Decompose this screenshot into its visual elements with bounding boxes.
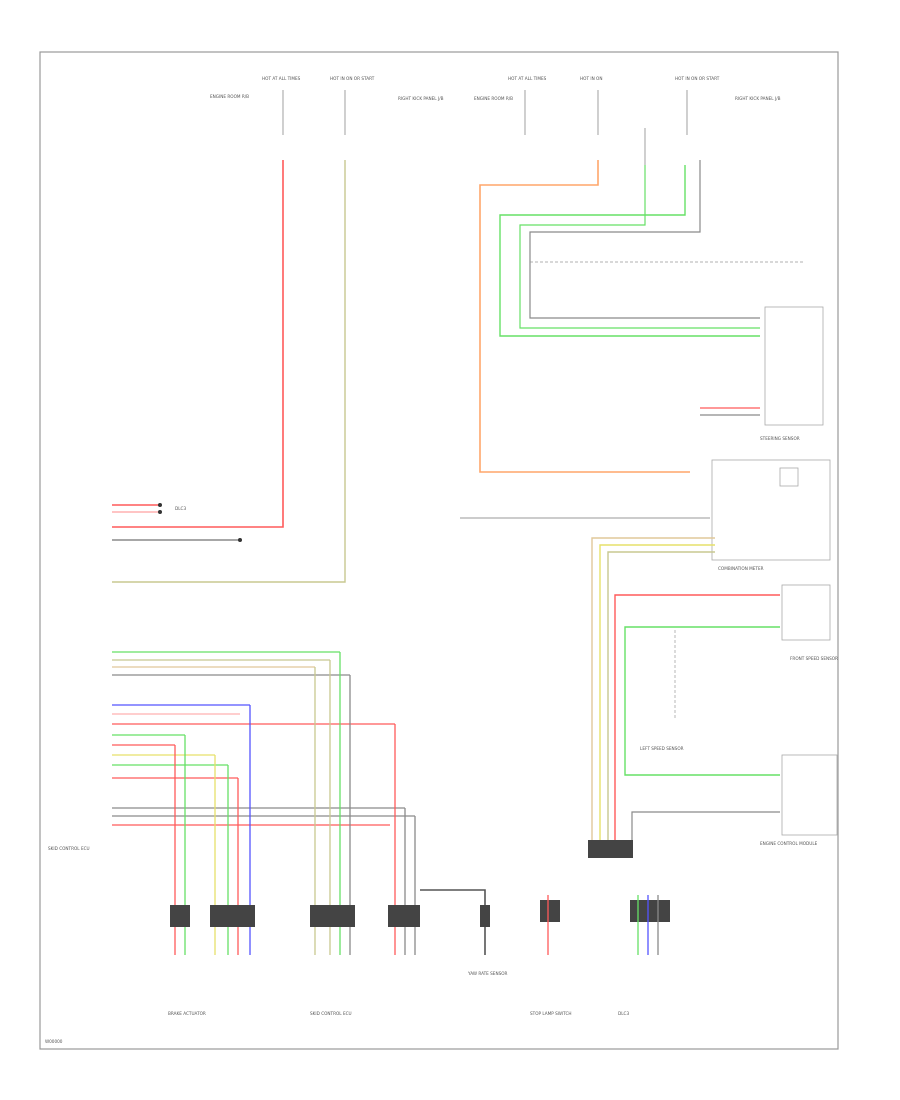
wire-green-steer xyxy=(499,165,760,337)
top-label-fuse-2: HOT IN ON OR START xyxy=(330,76,375,81)
dlc-label: DLC3 xyxy=(175,506,186,511)
dlc-bottom-label: DLC3 xyxy=(618,1011,629,1016)
top-label-fuse-1: HOT AT ALL TIMES xyxy=(262,76,301,81)
top-label-fuse-5: HOT IN ON OR START xyxy=(675,76,720,81)
connector-block xyxy=(588,840,633,858)
skid-control-block: SKID CONTROL ECU xyxy=(48,651,415,851)
connector-block xyxy=(388,905,420,927)
skid-control-bottom-label: SKID CONTROL ECU xyxy=(310,1011,352,1016)
top-label-fuse-4: HOT IN ON xyxy=(580,76,602,81)
top-label-kick-panel-b: RIGHT KICK PANEL J/B xyxy=(735,96,781,101)
connector-block xyxy=(210,905,255,927)
connector-dot xyxy=(158,503,162,507)
connector-block xyxy=(310,905,355,927)
engine-ecm-label: ENGINE CONTROL MODULE xyxy=(760,841,818,846)
top-labels: ENGINE ROOM R/B HOT AT ALL TIMES HOT IN … xyxy=(210,76,781,101)
left-connector-upper: DLC3 xyxy=(112,503,242,542)
wire-tan-2 xyxy=(599,544,715,850)
yaw-rate-label: YAW RATE SENSOR xyxy=(467,971,508,976)
top-label-fuse-3: HOT AT ALL TIMES xyxy=(508,76,547,81)
meter-icon xyxy=(779,467,799,487)
connector-dot xyxy=(158,510,162,514)
figure-id: W00000 xyxy=(45,1039,63,1044)
wire-olive-main xyxy=(112,160,346,583)
wire-gray-steer xyxy=(529,160,760,319)
wire-gray-ecm xyxy=(631,811,780,850)
top-label-engine-room-rb: ENGINE ROOM R/B xyxy=(210,94,249,99)
connector-dot xyxy=(238,538,242,542)
skid-control-label: SKID CONTROL ECU xyxy=(48,846,90,851)
connector-block xyxy=(480,905,490,927)
wire-orange-main xyxy=(479,160,690,473)
wire-red-speed xyxy=(614,594,780,850)
wire-red-main xyxy=(112,160,284,528)
front-speed-sensor-label: FRONT SPEED SENSOR xyxy=(790,656,838,661)
connector-block xyxy=(630,900,670,922)
combination-meter-box xyxy=(711,459,831,561)
stop-lamp-label: STOP LAMP SWITCH xyxy=(530,1011,572,1016)
diagram-frame xyxy=(39,51,839,1050)
wire-green-steer-2 xyxy=(519,165,760,329)
lower-connectors xyxy=(170,840,670,927)
wire-green-speed xyxy=(624,626,780,776)
wire-tan-1 xyxy=(591,537,715,850)
steering-sensor-label: STEERING SENSOR xyxy=(760,436,800,441)
drop-dark-yaw xyxy=(420,889,486,955)
combination-meter-label: COMBINATION METER xyxy=(718,566,764,571)
engine-ecm-box xyxy=(781,754,838,836)
top-label-engine-room-rb-2: ENGINE ROOM R/B xyxy=(474,96,513,101)
connector-block xyxy=(540,900,560,922)
wire-tan-3 xyxy=(607,551,715,850)
brake-actuator-label: BRAKE ACTUATOR xyxy=(168,1011,206,1016)
front-speed-sensor-box xyxy=(781,584,831,641)
connector-block xyxy=(170,905,190,927)
left-speed-sensor-label: LEFT SPEED SENSOR xyxy=(640,746,684,751)
steering-sensor-box xyxy=(764,306,824,426)
top-label-kick-panel-a: RIGHT KICK PANEL J/B xyxy=(398,96,444,101)
top-feeds xyxy=(282,90,688,165)
bottom-labels: BRAKE ACTUATOR SKID CONTROL ECU YAW RATE… xyxy=(45,971,629,1044)
